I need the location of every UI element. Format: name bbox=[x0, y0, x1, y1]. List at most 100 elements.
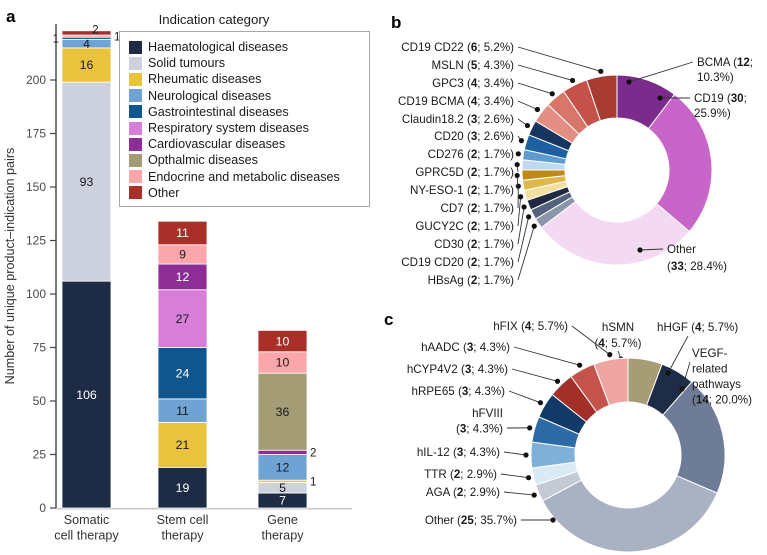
leader-line bbox=[639, 248, 664, 251]
segment-value: 12 bbox=[176, 270, 190, 284]
leader-line bbox=[508, 390, 541, 404]
donut-label-CD276: CD276 (2; 1.7%) bbox=[428, 148, 514, 161]
bar-segment bbox=[257, 454, 308, 481]
segment-value: 93 bbox=[80, 175, 94, 189]
segment-value-outside: 1 bbox=[310, 476, 316, 488]
donut-label-NY-ESO-1: NY-ESO-1 (2; 1.7%) bbox=[410, 184, 514, 197]
leader-dot bbox=[526, 214, 532, 220]
donut-label-CD30: CD30 (2; 1.7%) bbox=[434, 238, 514, 251]
legend-label: Opthalmic diseases bbox=[148, 153, 258, 168]
leader-dot bbox=[521, 204, 527, 210]
legend-item: Cardiovascular diseases bbox=[129, 136, 369, 152]
legend-swatch bbox=[129, 72, 142, 86]
legend-item: Respiratory system diseases bbox=[129, 120, 369, 136]
leader-line bbox=[517, 196, 522, 227]
leader-line bbox=[517, 64, 573, 81]
donut-label-hIL-12: hIL-12 (3; 4.3%) bbox=[417, 446, 500, 459]
legend-label: Other bbox=[148, 185, 180, 200]
leader-line bbox=[500, 473, 529, 479]
donut-label-hCYP4V2: hCYP4V2 (3; 4.3%) bbox=[407, 363, 508, 376]
donut-label-VEGF-related pathways: pathways bbox=[692, 378, 741, 391]
bar-segment bbox=[61, 280, 112, 509]
y-tick-label: 175 bbox=[26, 127, 46, 141]
leader-dot bbox=[569, 77, 576, 84]
leader-dot bbox=[637, 247, 643, 253]
legend-item: Rheumatic diseases bbox=[129, 71, 369, 87]
donut-label-hAADC: hAADC (3; 4.3%) bbox=[421, 341, 510, 354]
y-tick-label: 50 bbox=[33, 394, 47, 408]
bar-segment bbox=[157, 263, 208, 291]
donut-label-CD20: CD20 (3; 2.6%) bbox=[434, 130, 514, 143]
legend-swatch bbox=[129, 105, 142, 119]
legend-item: Other bbox=[129, 185, 369, 201]
legend-swatch bbox=[129, 137, 142, 151]
x-axis-label: therapy bbox=[161, 529, 204, 543]
leader-dot bbox=[524, 122, 531, 129]
leader-dot bbox=[577, 362, 583, 368]
bar-segment bbox=[61, 30, 112, 36]
donut-label-hSMN: hSMN bbox=[602, 321, 634, 334]
segment-value: 7 bbox=[279, 494, 286, 508]
leader-dot bbox=[607, 352, 613, 358]
leader-dot bbox=[554, 378, 561, 384]
legend-title: Indication category bbox=[158, 12, 270, 27]
x-axis-label: therapy bbox=[261, 529, 304, 543]
donut-slice-CD19 bbox=[647, 93, 713, 233]
donut-label-VEGF-related pathways: related bbox=[692, 363, 727, 376]
segment-value: 19 bbox=[176, 481, 190, 495]
legend-swatch bbox=[129, 186, 142, 200]
legend-label: Solid tumours bbox=[148, 56, 225, 71]
legend-swatch bbox=[129, 56, 142, 70]
segment-value: 21 bbox=[176, 438, 190, 452]
leader-line bbox=[667, 335, 689, 374]
donut-label-BCMA: 10.3%) bbox=[697, 71, 734, 84]
donut-slice-Other bbox=[541, 475, 718, 553]
leader-line bbox=[517, 216, 530, 263]
leader-dot bbox=[550, 517, 556, 523]
bar-segment bbox=[61, 81, 112, 282]
legend-swatch bbox=[129, 153, 142, 167]
segment-value-outside: 1 bbox=[114, 31, 120, 43]
y-tick-label: 100 bbox=[26, 287, 46, 301]
legend-swatch bbox=[129, 89, 142, 103]
leader-dot bbox=[518, 194, 524, 200]
legend-label: Gastrointestinal diseases bbox=[148, 104, 289, 119]
bar-segment bbox=[157, 289, 208, 348]
segment-value: 106 bbox=[76, 388, 97, 402]
leader-dot bbox=[515, 183, 521, 189]
legend-label: Rheumatic diseases bbox=[148, 72, 262, 87]
leader-dot bbox=[531, 223, 537, 229]
segment-value: 5 bbox=[279, 481, 286, 495]
legend-label: Haematological diseases bbox=[148, 40, 289, 55]
donut-label-VEGF-related pathways: VEGF- bbox=[692, 347, 728, 360]
legend-swatch bbox=[129, 121, 142, 135]
leader-dot bbox=[515, 151, 521, 157]
leader-dot bbox=[527, 425, 533, 431]
donut-label-GUCY2C: GUCY2C (2; 1.7%) bbox=[415, 220, 514, 233]
segment-value: 10 bbox=[276, 356, 290, 370]
donut-label-VEGF-related pathways: (14; 20.0%) bbox=[692, 394, 752, 407]
leader-line bbox=[517, 206, 525, 245]
donut-label-hRPE65: hRPE65 (3; 4.3%) bbox=[412, 385, 506, 398]
leader-line bbox=[681, 361, 691, 390]
donut-label-TTR: TTR (2; 2.9%) bbox=[424, 468, 497, 481]
donut-label-CD19 CD20: CD19 CD20 (2; 1.7%) bbox=[401, 256, 514, 269]
segment-value: 24 bbox=[176, 366, 190, 380]
legend-label: Respiratory system diseases bbox=[148, 121, 309, 136]
leader-dot bbox=[657, 95, 663, 101]
donut-label-MSLN: MSLN (5; 4.3%) bbox=[432, 59, 515, 72]
y-tick-label: 125 bbox=[26, 234, 46, 248]
donut-label-CD19: CD19 (30; bbox=[694, 92, 747, 105]
leader-line bbox=[628, 61, 694, 83]
segment-value-outside: 2 bbox=[310, 448, 316, 460]
leader-dot bbox=[534, 106, 540, 113]
y-tick-label: 75 bbox=[33, 341, 47, 355]
donut-label-hFVIII: hFVIII bbox=[472, 407, 503, 420]
y-axis-title: Number of unique product–indication pair… bbox=[3, 148, 17, 385]
leader-dot bbox=[531, 492, 537, 498]
leader-dot bbox=[679, 386, 685, 392]
